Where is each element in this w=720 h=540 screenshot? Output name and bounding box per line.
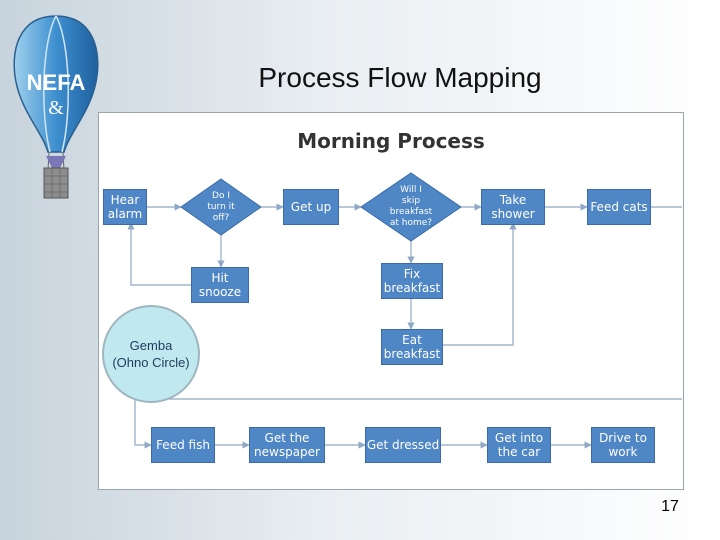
step-hear-alarm: Hear alarm <box>103 189 147 225</box>
step-feed-cats: Feed cats <box>587 189 651 225</box>
svg-text:&: & <box>48 97 64 119</box>
step-get-into-car: Get into the car <box>487 427 551 463</box>
decision-diamond-skip-breakfast <box>360 172 462 242</box>
step-get-up: Get up <box>283 189 339 225</box>
slide-title: Process Flow Mapping <box>258 62 542 93</box>
connector-lines <box>127 172 682 449</box>
step-hit-snooze: Hit snooze <box>191 267 249 303</box>
gemba-label: Gemba (Ohno Circle) <box>112 338 190 370</box>
gemba-ohno-circle: Gemba (Ohno Circle) <box>102 305 200 403</box>
step-get-dressed: Get dressed <box>365 427 441 463</box>
step-feed-fish: Feed fish <box>151 427 215 463</box>
nefa-balloon-logo: NEFA & <box>13 15 99 199</box>
step-fix-breakfast: Fix breakfast <box>381 263 443 299</box>
step-take-shower: Take shower <box>481 189 545 225</box>
step-eat-breakfast: Eat breakfast <box>381 329 443 365</box>
decision-skip-breakfast-label: Will I skip breakfast at home? <box>389 185 433 228</box>
step-get-newspaper: Get the newspaper <box>249 427 325 463</box>
process-map-panel: Morning Process Hear alarm Do I turn it … <box>98 112 684 490</box>
decision-turn-off-label: Do I turn it off? <box>207 190 235 223</box>
step-drive-to-work: Drive to work <box>591 427 655 463</box>
decision-diamond-turn-off <box>180 178 262 236</box>
diagram-title: Morning Process <box>297 129 485 153</box>
logo-text: NEFA <box>27 70 86 95</box>
page-number: 17 <box>661 498 679 515</box>
